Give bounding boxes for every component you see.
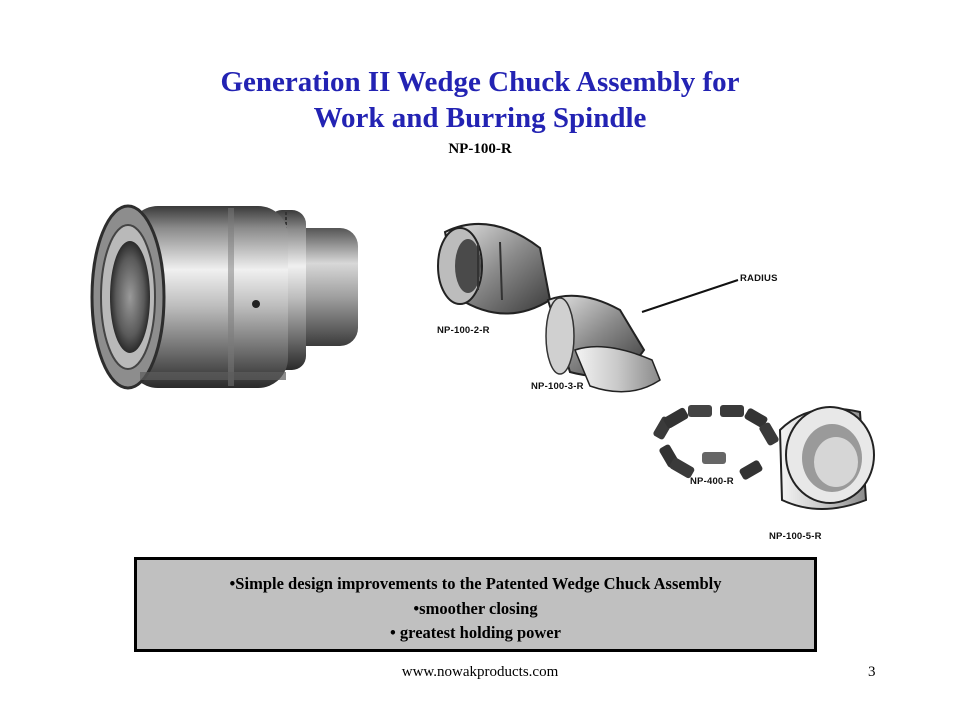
footer-website: www.nowakproducts.com: [401, 664, 559, 680]
slide-title-line2: Work and Burring Spindle: [313, 102, 647, 134]
part-label-np-100-5-r: NP-100-5-R: [769, 531, 822, 542]
part-label-np-400-r: NP-400-R: [690, 476, 734, 487]
feature-bullet-box: •Simple design improvements to the Paten…: [134, 557, 817, 652]
bullet-item: •smoother closing: [413, 598, 538, 618]
part-label-np-100-3-r: NP-100-3-R: [531, 381, 584, 392]
bullet-item: •Simple design improvements to the Paten…: [229, 574, 722, 593]
part-number-subtitle: NP-100-R: [448, 141, 512, 157]
collar-part-image: [778, 406, 875, 510]
assembled-chuck-image: [90, 204, 358, 390]
exploded-parts-image: [437, 222, 875, 510]
radius-label: RADIUS: [740, 273, 778, 284]
page-number: 3: [868, 664, 876, 680]
wedge-ring-part-image: [653, 405, 779, 480]
slide-title-line1: Generation II Wedge Chuck Assembly for: [220, 66, 740, 98]
sleeve-part-image: [437, 222, 552, 315]
part-label-np-100-2-r: NP-100-2-R: [437, 325, 490, 336]
spindle-part-image: [545, 294, 661, 393]
bullet-item: • greatest holding power: [390, 623, 561, 642]
